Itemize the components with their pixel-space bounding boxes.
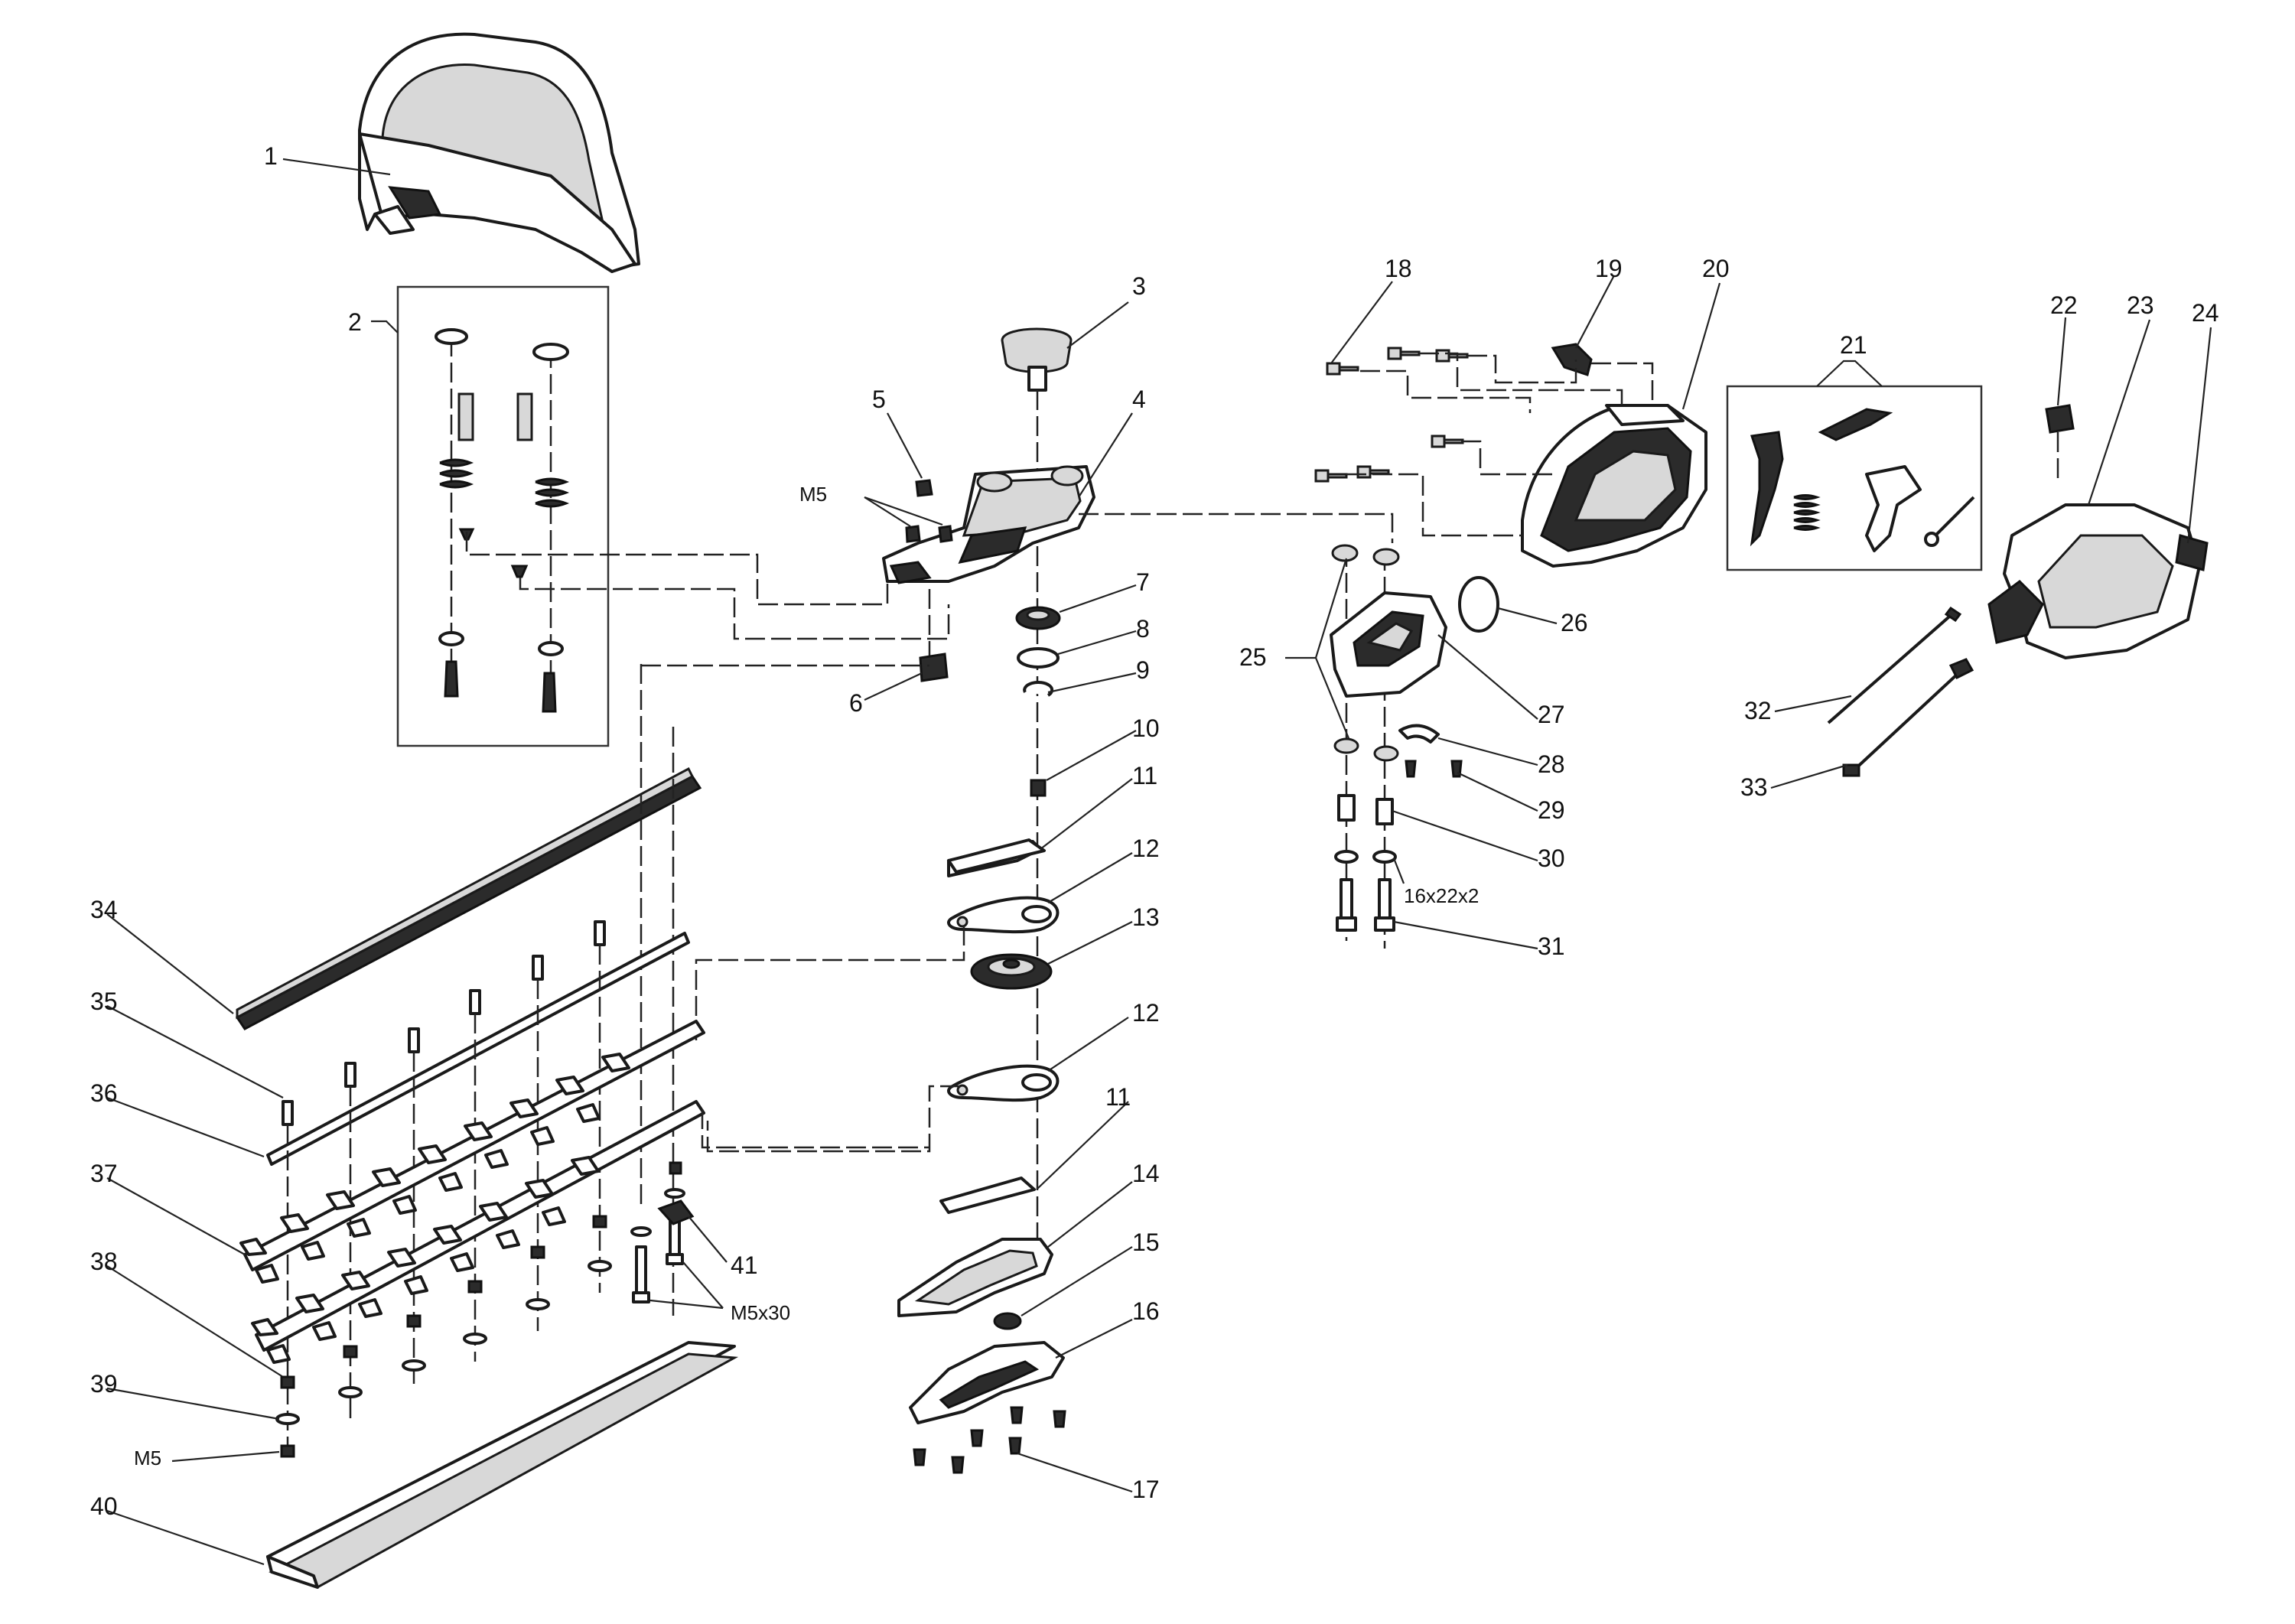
callout-21: 21: [1840, 331, 1867, 359]
plate-11-bottom: 11: [939, 1083, 1131, 1214]
blade-link-lower: [701, 1109, 929, 1149]
callout-27: 27: [1538, 701, 1565, 728]
callout-14: 14: [1132, 1160, 1160, 1187]
screws-17: 17: [913, 1406, 1160, 1503]
plate-11-top: 11: [947, 762, 1157, 877]
eccentric-12-bottom: 12: [947, 999, 1160, 1102]
callout-26: 26: [1561, 609, 1588, 636]
link-12-bottom: [706, 1085, 960, 1153]
callout-11-bottom: 11: [1105, 1083, 1131, 1111]
callout-12-bottom: 12: [1132, 999, 1160, 1027]
callout-12-top: 12: [1132, 835, 1160, 862]
switch-22: 22: [2045, 291, 2078, 482]
callout-5: 5: [872, 386, 886, 413]
bolts-35: 35: [90, 920, 606, 1446]
group-box-21: [1726, 385, 1983, 571]
callout-10: 10: [1132, 714, 1160, 742]
callout-1: 1: [264, 142, 278, 170]
gear-base-16: 16: [909, 1297, 1160, 1424]
callout-20: 20: [1702, 255, 1730, 282]
rear-housing-20: 20: [1521, 255, 1730, 568]
rear-handle-23: 23 24: [1987, 291, 2219, 659]
callout-34: 34: [90, 896, 118, 923]
callout-6: 6: [849, 689, 863, 717]
callout-25: 25: [1239, 643, 1267, 671]
callout-38: 38: [90, 1248, 118, 1275]
callout-30: 30: [1538, 845, 1565, 872]
housing-mount: 27 26 25 28 29 30 16x22x2 31: [1239, 544, 1588, 960]
clip-41: 41: [657, 1199, 758, 1279]
spec-m5-top: M5: [799, 483, 827, 506]
plate-14: 14: [897, 1160, 1160, 1317]
blade-cover-40: 40: [90, 1341, 739, 1589]
callout-23: 23: [2127, 291, 2154, 319]
callout-3: 3: [1132, 272, 1146, 300]
callout-19: 19: [1595, 255, 1623, 282]
bushing-15: 15: [993, 1229, 1160, 1330]
callout-31: 31: [1538, 932, 1565, 960]
blade-lower-38: 38: [90, 1100, 705, 1378]
callout-37: 37: [90, 1160, 118, 1187]
callout-18: 18: [1385, 255, 1412, 282]
screws-18: 18: [1314, 255, 1654, 537]
callout-11-top: 11: [1132, 762, 1157, 789]
callout-7: 7: [1136, 568, 1150, 596]
callout-32: 32: [1744, 697, 1772, 724]
callout-4: 4: [1132, 386, 1146, 413]
callout-28: 28: [1538, 750, 1565, 778]
spec-m5-bottom: M5: [134, 1447, 161, 1469]
trigger-19: 19: [1551, 255, 1623, 376]
gear-13: 13: [970, 903, 1160, 990]
callout-33: 33: [1740, 773, 1768, 801]
callout-40: 40: [90, 1492, 118, 1520]
spec-m5x30: M5x30: [731, 1301, 790, 1324]
gear-housing: 3 4: [882, 272, 1146, 1262]
callout-29: 29: [1538, 796, 1565, 824]
callout-22: 22: [2050, 291, 2078, 319]
callout-17: 17: [1132, 1476, 1160, 1503]
switch-parts-21: [1750, 408, 1975, 552]
callout-13: 13: [1132, 903, 1160, 931]
link-12-top: [695, 926, 965, 1040]
shaft-parts: 7 8 9 10: [1015, 568, 1160, 797]
callout-36: 36: [90, 1079, 118, 1107]
blade-upper-37: 37: [90, 1020, 705, 1284]
callout-39: 39: [90, 1370, 118, 1398]
callout-24: 24: [2192, 299, 2219, 327]
group-box-2: [396, 285, 610, 747]
callout-41: 41: [731, 1251, 758, 1279]
leader-21: [1816, 360, 1883, 387]
callout-35: 35: [90, 988, 118, 1015]
screws-5: 5 M5: [799, 386, 953, 543]
nuts-washers: 39 M5: [90, 1215, 612, 1469]
blade-guard-34: 34: [90, 766, 702, 1030]
blade-bar-36: 36: [90, 932, 690, 1166]
clip-6: 6: [849, 589, 949, 717]
front-handle: [358, 32, 640, 273]
leader-1: [282, 158, 391, 176]
callout-15: 15: [1132, 1229, 1160, 1256]
callout-8: 8: [1136, 615, 1150, 643]
housing-link: [1079, 513, 1394, 543]
leader-2: [371, 320, 399, 334]
callout-9: 9: [1136, 656, 1150, 684]
cables: 32 33: [1740, 606, 1974, 801]
eccentric-12-top: 12: [947, 835, 1160, 934]
damper-assembly: [435, 328, 950, 713]
callout-16: 16: [1132, 1297, 1160, 1325]
callout-2: 2: [348, 308, 362, 336]
spec-washer-size: 16x22x2: [1404, 884, 1479, 907]
